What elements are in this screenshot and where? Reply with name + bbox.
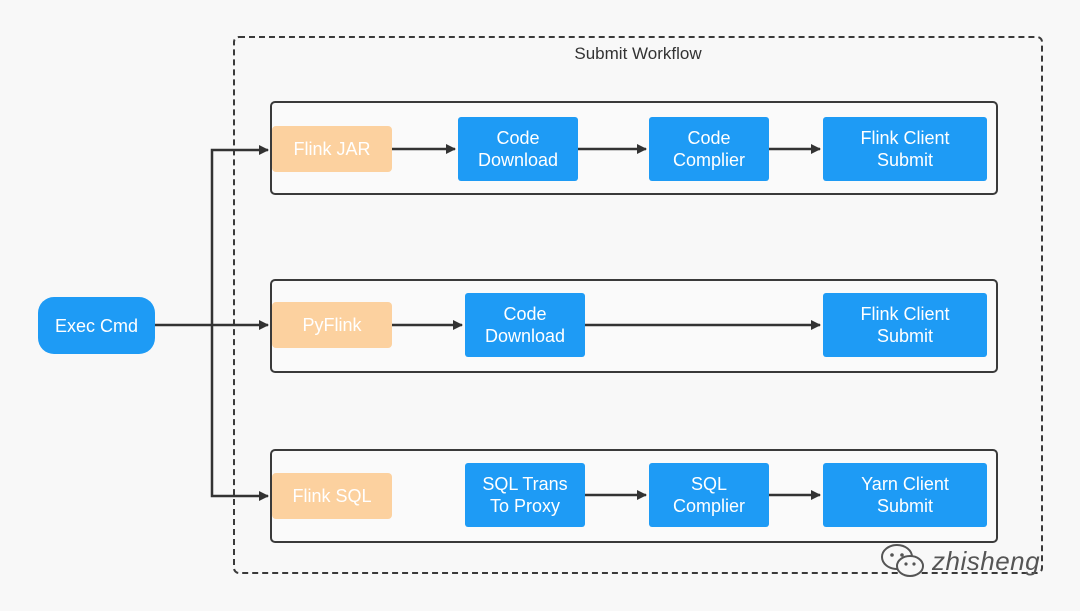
sql-complier-node: SQL Complier bbox=[649, 463, 769, 527]
flink-client-submit-node: Flink Client Submit bbox=[823, 293, 987, 357]
watermark: zhisheng bbox=[880, 542, 1040, 580]
arrow-cmd-to-flink-jar bbox=[210, 145, 269, 325]
arrow-cmd-to-flink-sql bbox=[210, 325, 269, 501]
sql-trans-to-proxy-node: SQL Trans To Proxy bbox=[465, 463, 585, 527]
flink-sql-node: Flink SQL bbox=[272, 473, 392, 519]
pyflink-node: PyFlink bbox=[272, 302, 392, 348]
flink-client-submit-node: Flink Client Submit bbox=[823, 117, 987, 181]
wechat-icon bbox=[881, 544, 924, 577]
flink-jar-node: Flink JAR bbox=[272, 126, 392, 172]
submit-workflow-frame bbox=[233, 36, 1043, 574]
yarn-client-submit-node: Yarn Client Submit bbox=[823, 463, 987, 527]
code-download-node: Code Download bbox=[458, 117, 578, 181]
exec-cmd-node: Exec Cmd bbox=[38, 297, 155, 354]
frame-title: Submit Workflow bbox=[574, 44, 702, 63]
watermark-text: zhisheng bbox=[932, 545, 1041, 576]
code-download-node: Code Download bbox=[465, 293, 585, 357]
code-complier-node: Code Complier bbox=[649, 117, 769, 181]
